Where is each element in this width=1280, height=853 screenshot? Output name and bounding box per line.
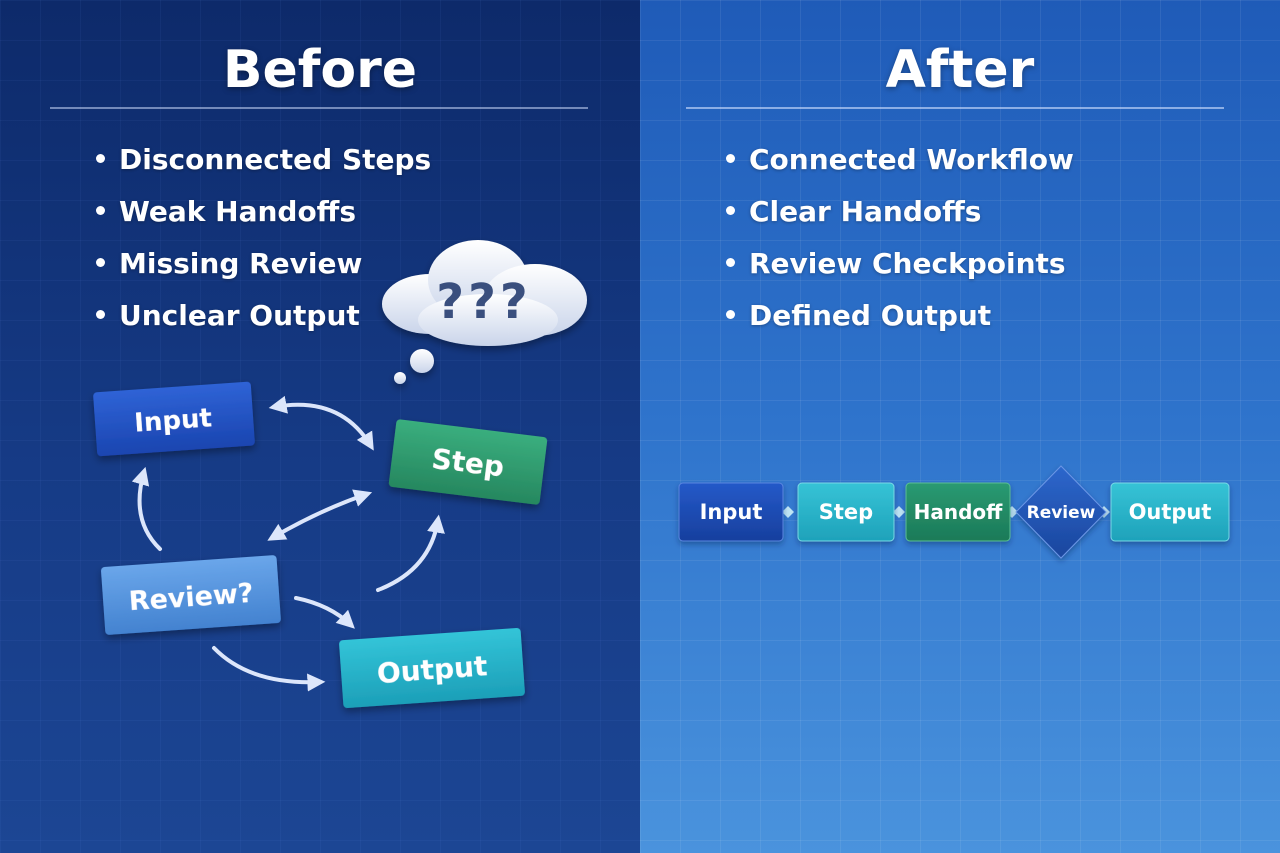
after-bullet: Review Checkpoints bbox=[726, 238, 1074, 290]
before-diagram: ??? Input Step Review? Output bbox=[93, 240, 587, 708]
before-bullet-list: Disconnected Steps Weak Handoffs Missing… bbox=[96, 134, 431, 342]
before-bullet: Weak Handoffs bbox=[96, 186, 431, 238]
after-node-review: Review bbox=[1015, 465, 1107, 559]
after-bullet: Defined Output bbox=[726, 290, 1074, 342]
connector-step-review bbox=[267, 489, 373, 541]
after-bullet: Clear Handoffs bbox=[726, 186, 1074, 238]
before-node-input: Input bbox=[93, 381, 255, 457]
thought-cloud-icon bbox=[382, 240, 587, 384]
before-bullet: Disconnected Steps bbox=[96, 134, 431, 186]
svg-text:Output: Output bbox=[1129, 500, 1212, 524]
connector-review-output-lower bbox=[212, 646, 326, 692]
after-title: After bbox=[885, 40, 1035, 100]
svg-text:Output: Output bbox=[376, 649, 489, 690]
connector-diamond bbox=[893, 506, 905, 518]
before-node-review: Review? bbox=[101, 555, 281, 635]
after-node-step: Step bbox=[797, 482, 895, 542]
before-node-output: Output bbox=[339, 628, 525, 708]
connector-input-step bbox=[268, 395, 374, 451]
bullet-dot-icon bbox=[96, 153, 105, 163]
after-divider bbox=[686, 107, 1224, 109]
before-bullet: Unclear Output bbox=[96, 290, 431, 342]
after-diagram: Input Step Handoff Review Output bbox=[678, 465, 1230, 559]
before-bullet: Missing Review bbox=[96, 238, 431, 290]
bullet-dot-icon bbox=[96, 309, 105, 319]
svg-text:Step: Step bbox=[819, 500, 873, 524]
after-node-output: Output bbox=[1110, 482, 1230, 542]
before-node-step: Step bbox=[388, 419, 548, 505]
before-connectors bbox=[131, 395, 445, 692]
bullet-dot-icon bbox=[96, 257, 105, 267]
svg-text:Input: Input bbox=[700, 500, 763, 524]
svg-text:Input: Input bbox=[133, 403, 213, 438]
connector-review-input bbox=[131, 466, 162, 551]
svg-text:Review: Review bbox=[1027, 503, 1096, 523]
after-bullet-list: Connected Workflow Clear Handoffs Review… bbox=[726, 134, 1074, 342]
connector-review-output bbox=[294, 596, 355, 629]
svg-text:Handoff: Handoff bbox=[914, 500, 1004, 524]
bullet-dot-icon bbox=[96, 205, 105, 215]
bullet-dot-icon bbox=[726, 205, 735, 215]
before-title: Before bbox=[222, 40, 418, 100]
after-panel: After Connected Workflow Clear Handoffs … bbox=[640, 0, 1280, 853]
connector-diamond bbox=[782, 506, 794, 518]
connector-output-step bbox=[376, 514, 445, 592]
bullet-dot-icon bbox=[726, 257, 735, 267]
after-node-input: Input bbox=[678, 482, 784, 542]
after-node-handoff: Handoff bbox=[905, 482, 1011, 542]
bullet-dot-icon bbox=[726, 309, 735, 319]
question-marks: ??? bbox=[436, 274, 532, 330]
bullet-dot-icon bbox=[726, 153, 735, 163]
before-panel: Before Disconnected Steps Weak Handoffs … bbox=[0, 0, 640, 853]
after-bullet: Connected Workflow bbox=[726, 134, 1074, 186]
before-divider bbox=[50, 107, 588, 109]
